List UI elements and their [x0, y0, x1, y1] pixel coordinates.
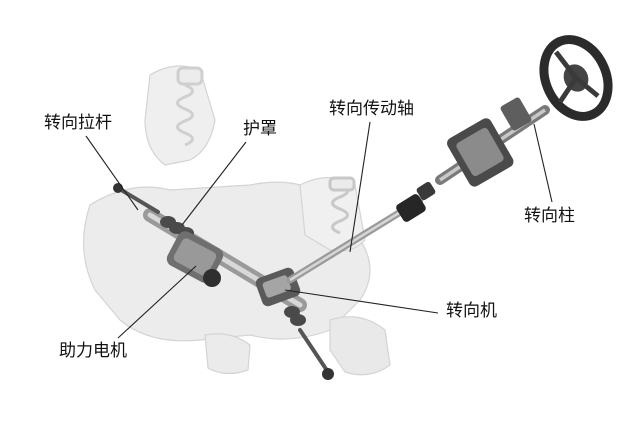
steering-column-illustration	[435, 97, 550, 187]
label-intermediate-shaft: 转向传动轴	[329, 99, 414, 119]
right-tie-rod	[298, 328, 330, 374]
left-tie-rod	[116, 186, 160, 214]
label-assist-motor: 助力电机	[59, 341, 127, 361]
left-tie-rod-end	[113, 183, 123, 193]
leader-boot	[181, 141, 247, 226]
left-strut	[176, 66, 204, 147]
leader-steering-gear	[284, 289, 439, 314]
leader-intermediate-shaft	[349, 121, 371, 253]
leader-lines	[85, 121, 553, 339]
label-steering-column: 转向柱	[524, 206, 575, 226]
intermediate-shaft-illustration	[286, 181, 436, 284]
label-steering-gear: 转向机	[446, 301, 497, 321]
leader-tie-rod	[85, 135, 139, 211]
label-boot: 护罩	[243, 119, 277, 139]
leader-assist-motor	[117, 265, 197, 339]
steering-wheel	[539, 35, 613, 121]
assist-motor-body	[166, 231, 224, 287]
label-tie-rod: 转向拉杆	[44, 113, 112, 133]
right-tie-rod-end	[322, 368, 334, 380]
leader-steering-column	[533, 123, 553, 203]
right-boot	[284, 306, 306, 326]
right-strut	[328, 176, 356, 235]
